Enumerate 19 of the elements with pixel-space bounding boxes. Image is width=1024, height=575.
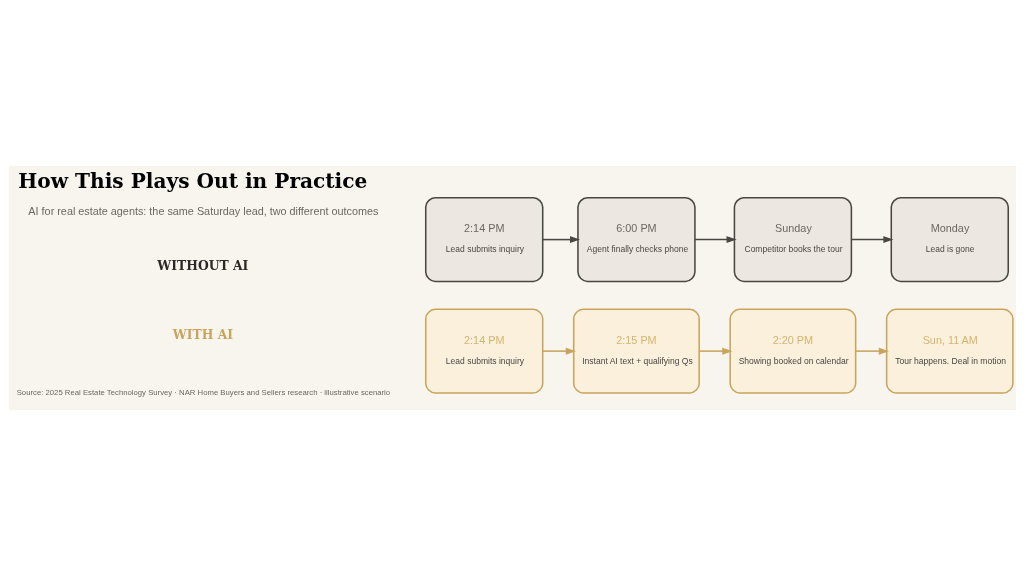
node-box: Sun, 11 AM Tour happens. Deal in motion <box>885 308 1014 394</box>
arrow <box>698 347 732 355</box>
node-box: Sunday Competitor books the tour <box>733 196 852 282</box>
node-box: 2:15 PM Instant AI text + qualifying Qs <box>572 308 700 394</box>
label: WITHOUT AI <box>156 257 248 273</box>
arrow <box>854 347 889 355</box>
node-box: Monday Lead is gone <box>890 196 1009 282</box>
label: AI for real estate agents: the same Saturday lead, two different outcomes <box>27 204 378 217</box>
arrow <box>693 235 737 243</box>
node-box: 2:14 PM Lead submits inquiry <box>424 196 543 282</box>
label: Source: 2025 Real Estate Technology Survey · NAR Home Buyers and Sellers research · illustrative scenario <box>16 387 390 397</box>
label: WITH AI <box>172 326 233 342</box>
node-box: 2:20 PM Showing booked on calendar <box>728 308 856 394</box>
diagram-title: How This Plays Out in Practice <box>17 168 367 193</box>
arrow <box>541 235 580 243</box>
arrow <box>541 347 576 355</box>
node-box: 6:00 PM Agent finally checks phone <box>576 196 696 282</box>
arrow <box>850 235 893 243</box>
node-box: 2:14 PM Lead submits inquiry <box>424 308 543 394</box>
